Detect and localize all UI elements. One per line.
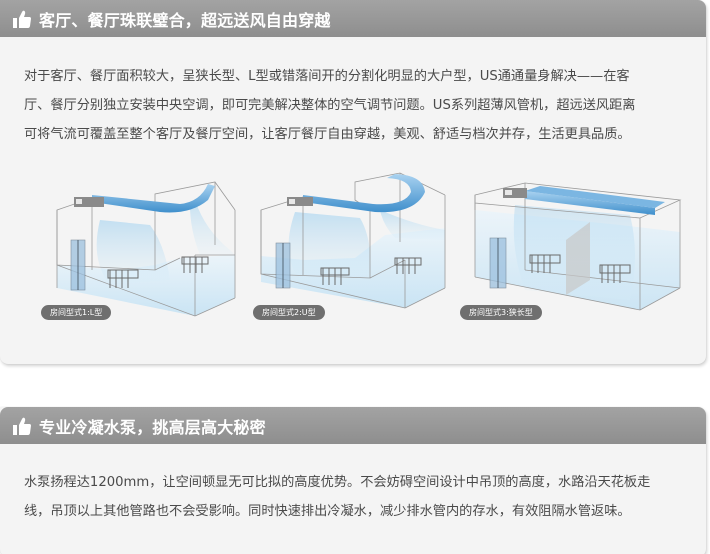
paragraph-line: 厅、餐厅分别独立安装中央空调，即可完美解决整体的空气调节问题。US系列超薄风管机… — [24, 98, 636, 113]
thumbs-up-icon — [13, 10, 31, 28]
thumbs-up-icon — [13, 417, 31, 435]
long-narrow-room-illustration — [474, 182, 682, 311]
room-diagram-long-narrow: 房间型式3:狭长型 — [460, 170, 695, 325]
room-type-label: 房间型式1:L型 — [41, 305, 112, 320]
room-type-diagrams: 房间型式1:L型 — [0, 170, 706, 330]
u-shape-room-illustration — [260, 172, 446, 309]
l-shape-room-illustration — [56, 181, 236, 317]
feature-card-condensate-pump: 专业冷凝水泵，挑高层高大秘密 水泵扬程达1200mm，让空间顿显无可比拟的高度优… — [0, 407, 706, 554]
paragraph-line: 对于客厅、餐厅面积较大，呈狭长型、L型或错落间开的分割化明显的大户型，US通通量… — [24, 69, 630, 84]
feature-card-living-dining: 客厅、餐厅珠联璧合，超远送风自由穿越 对于客厅、餐厅面积较大，呈狭长型、L型或错… — [0, 0, 706, 364]
section-title: 专业冷凝水泵，挑高层高大秘密 — [39, 417, 266, 437]
paragraph-line: 水泵扬程达1200mm，让空间顿显无可比拟的高度优势。不会妨碍空间设计中吊顶的高… — [24, 475, 651, 490]
room-diagram-l-shape: 房间型式1:L型 — [30, 170, 245, 325]
section-description: 对于客厅、餐厅面积较大，呈狭长型、L型或错落间开的分割化明显的大户型，US通通量… — [0, 37, 706, 149]
section-header: 专业冷凝水泵，挑高层高大秘密 — [0, 407, 706, 444]
room-type-label: 房间型式3:狭长型 — [460, 305, 542, 320]
section-header: 客厅、餐厅珠联璧合，超远送风自由穿越 — [0, 0, 706, 37]
room-diagram-u-shape: 房间型式2:U型 — [253, 170, 455, 325]
paragraph-line: 线，吊顶以上其他管路也不会受影响。同时快速排出冷凝水，减少排水管内的存水，有效阻… — [24, 504, 631, 519]
section-title: 客厅、餐厅珠联璧合，超远送风自由穿越 — [39, 10, 331, 30]
paragraph-line: 可将气流可覆盖至整个客厅及餐厅空间，让客厅餐厅自由穿越，美观、舒适与档次并存，生… — [24, 127, 631, 142]
section-description: 水泵扬程达1200mm，让空间顿显无可比拟的高度优势。不会妨碍空间设计中吊顶的高… — [0, 444, 706, 526]
room-type-label: 房间型式2:U型 — [253, 305, 325, 320]
